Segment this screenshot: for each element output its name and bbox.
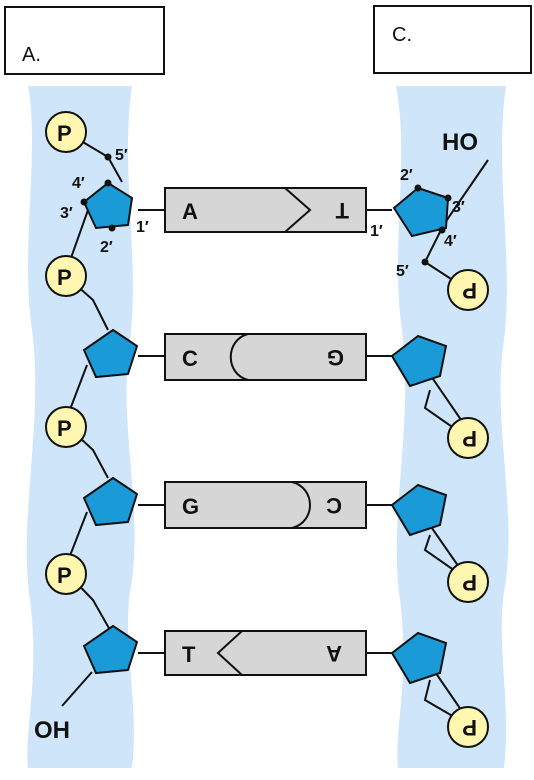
- right-c4-label: 4′: [444, 233, 457, 250]
- right-c1-label: 1′: [370, 223, 383, 240]
- base-pair-3-interface: [291, 481, 311, 529]
- base-pair-2-left-base: C: [182, 346, 198, 371]
- right-phosphate-2: [447, 417, 489, 459]
- base-pair-1-box: [164, 187, 367, 233]
- base-pair-2-right-base: G: [327, 345, 344, 370]
- left-c2-label: 2′: [100, 239, 113, 256]
- left-sugar-3: [82, 476, 139, 527]
- right-phosphate-4: [447, 706, 489, 748]
- base-pair-4: T A: [164, 630, 367, 676]
- left-phosphate-1: [45, 111, 87, 153]
- left-phosphate-2-label: P: [57, 265, 72, 290]
- label-a-text: A.: [22, 44, 41, 66]
- right-phosphate-3-label: P: [462, 570, 477, 595]
- right-c3-label: 3′: [452, 199, 465, 216]
- label-box-a: A.: [4, 6, 165, 75]
- right-sugar-3: [390, 483, 448, 537]
- base-pair-2: C G: [164, 333, 367, 381]
- left-phosphate-2: [45, 255, 87, 297]
- right-ho-label: HO: [442, 129, 478, 156]
- left-phosphate-4: [45, 553, 87, 595]
- left-phosphate-3-label: P: [57, 416, 72, 441]
- left-oh-label: OH: [34, 717, 70, 744]
- right-phosphate-1: [447, 269, 489, 311]
- base-pair-1-interface: [284, 187, 312, 233]
- base-pair-4-left-base: T: [182, 642, 196, 667]
- base-pair-2-box: [164, 333, 367, 381]
- base-pair-1: A T: [164, 187, 367, 233]
- label-c-text: C.: [392, 24, 412, 46]
- label-box-c: C.: [373, 5, 532, 74]
- right-phosphate-1-label: P: [462, 278, 477, 303]
- left-phosphate-4-label: P: [57, 563, 72, 588]
- right-sugar-4: [390, 631, 448, 685]
- base-pair-1-right-base: T: [335, 198, 349, 223]
- base-pair-4-box: [164, 630, 367, 676]
- base-pair-3-box: [164, 481, 367, 529]
- base-pair-4-interface: [216, 630, 243, 676]
- base-pair-3-left-base: G: [182, 494, 199, 519]
- left-phosphate-1-label: P: [57, 121, 72, 146]
- right-c2-label: 2′: [400, 167, 413, 184]
- right-phosphate-2-label: P: [462, 426, 477, 451]
- left-c3-label: 3′: [60, 205, 73, 222]
- left-c1-label: 1′: [136, 219, 149, 236]
- right-sugar-1: [392, 186, 450, 238]
- base-pair-4-right-base: A: [326, 641, 342, 666]
- right-phosphate-3: [447, 561, 489, 603]
- left-phosphate-3: [45, 406, 87, 448]
- left-sugar-4: [82, 624, 139, 675]
- base-pair-3: G C: [164, 481, 367, 529]
- left-c5-label: 5′: [115, 147, 128, 164]
- base-pair-3-right-base: C: [326, 493, 342, 518]
- base-pair-1-left-base: A: [182, 199, 198, 224]
- left-c4-label: 4′: [72, 175, 85, 192]
- right-sugar-2: [390, 334, 448, 388]
- right-c5-label: 5′: [396, 263, 409, 280]
- base-pair-2-interface: [229, 333, 249, 381]
- right-phosphate-4-label: P: [462, 715, 477, 740]
- left-sugar-2: [82, 328, 139, 379]
